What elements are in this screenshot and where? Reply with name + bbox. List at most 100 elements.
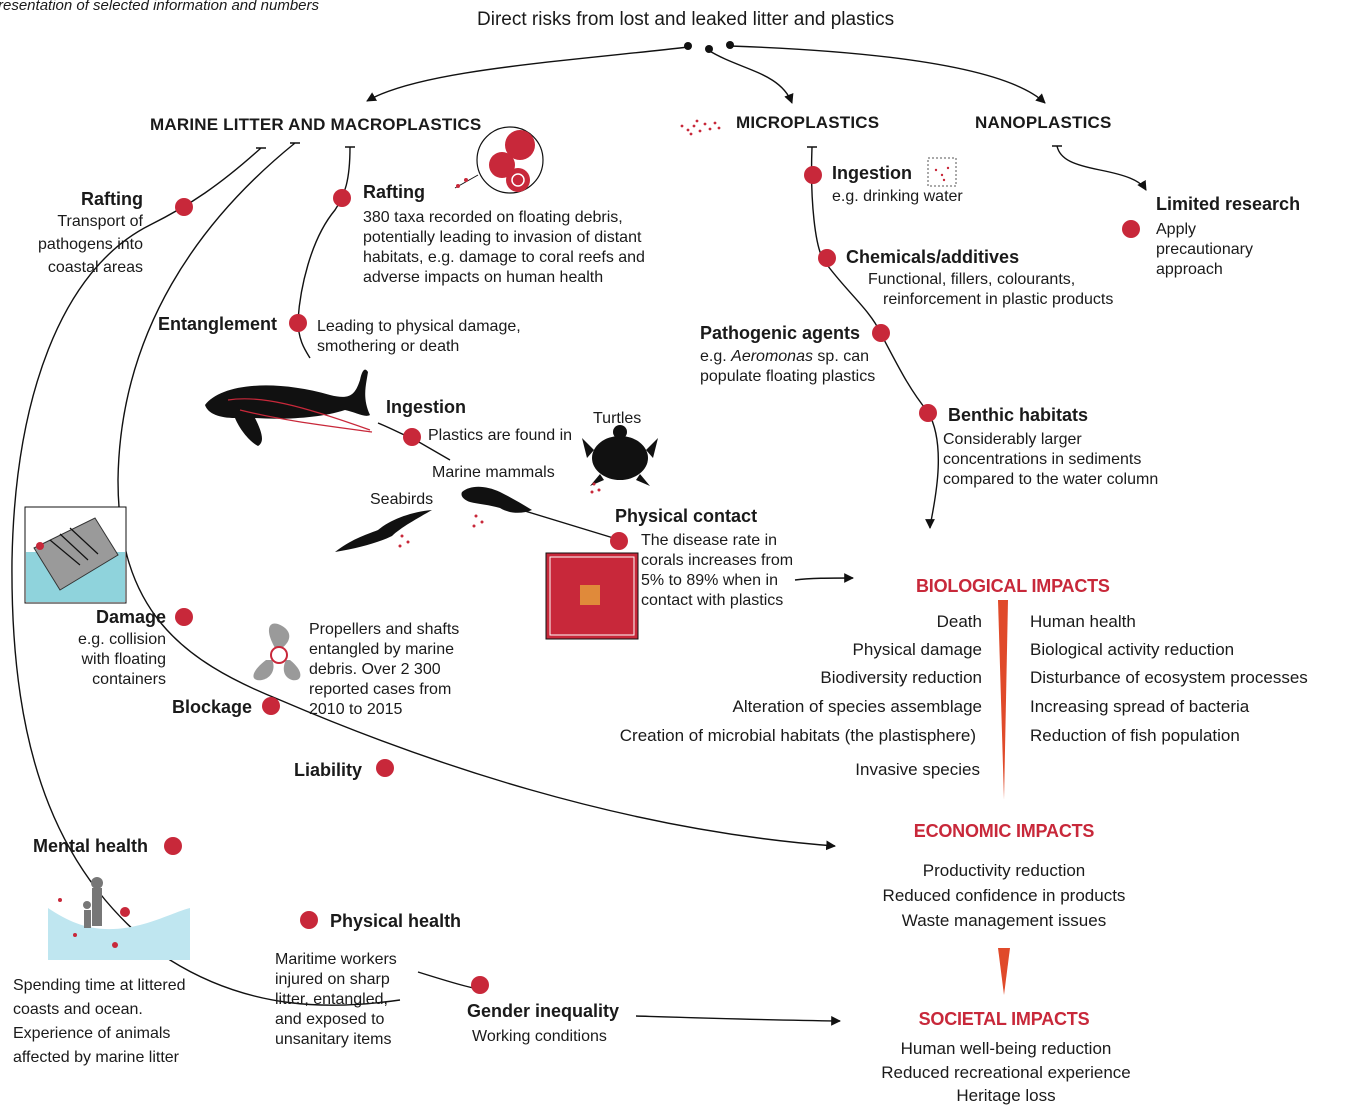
bio-right-3: Disturbance of ecosystem processes [1030, 668, 1308, 687]
micro-ingestion-text: e.g. drinking water [832, 188, 963, 205]
limited-research-line-1: Apply [1156, 221, 1197, 238]
chemicals-line-2: reinforcement in plastic products [883, 291, 1114, 308]
ingestion-title: Ingestion [386, 397, 466, 417]
contact-line [514, 507, 621, 541]
corner-note: resentation of selected information and … [0, 0, 320, 14]
benthic-line-1: Considerably larger [943, 431, 1082, 448]
physical-contact-title: Physical contact [615, 506, 758, 526]
tee-right [297, 146, 355, 359]
wedge-econ-soc [998, 948, 1010, 995]
physical-health-line-2: injured on sharp [275, 971, 390, 988]
chemicals-line-1: Functional, fillers, colourants, [868, 271, 1076, 288]
gender-inequality-text: Working conditions [472, 1028, 607, 1045]
econ-item-1: Productivity reduction [922, 861, 1086, 880]
bio-left-6: Invasive species [855, 760, 980, 779]
dot-pathogenic [872, 324, 890, 342]
entanglement-line-2: smothering or death [317, 338, 460, 355]
bio-left-2: Physical damage [852, 640, 982, 659]
mental-health-line-1: Spending time at littered [13, 977, 186, 994]
coral-illustration [545, 552, 639, 640]
propellers-line-4: reported cases from [309, 681, 452, 698]
soc-item-1: Human well-being reduction [900, 1039, 1112, 1058]
label-marine-mammals: Marine mammals [432, 464, 555, 481]
liability-label: Liability [294, 760, 363, 780]
mental-health-line-4: affected by marine litter [13, 1049, 180, 1066]
benthic-title: Benthic habitats [948, 405, 1089, 425]
propellers-line-3: debris. Over 2 300 [309, 661, 441, 678]
limited-research-line-2: precautionary [1156, 241, 1253, 258]
physical-health-line-1: Maritime workers [275, 951, 397, 968]
bio-left-5: Creation of microbial habitats (the plas… [619, 726, 976, 745]
bio-left-4: Alteration of species assemblage [732, 697, 982, 716]
rafting-mid-line-2: potentially leading to invasion of dista… [363, 229, 642, 246]
physical-health-line-4: and exposed to [275, 1011, 385, 1028]
whale-icon [205, 369, 373, 446]
rafting-left-line-2: pathogens into [38, 236, 143, 253]
mental-health-line-2: coasts and ocean. [13, 1001, 143, 1018]
damage-line-3: containers [92, 671, 166, 688]
propellers-line-1: Propellers and shafts [309, 621, 460, 638]
physical-contact-line-1: The disease rate in [641, 532, 778, 549]
limited-research-line-3: approach [1156, 261, 1223, 278]
dot-chemicals [818, 249, 836, 267]
label-turtles: Turtles [593, 410, 642, 427]
magnifier-icon [454, 126, 544, 194]
dot-ingestion [403, 428, 421, 446]
propeller-icon [253, 623, 301, 681]
mental-health-line-3: Experience of animals [13, 1025, 171, 1042]
econ-item-3: Waste management issues [901, 911, 1107, 930]
dot-micro-ingestion [804, 166, 822, 184]
mental-health-title: Mental health [33, 836, 149, 856]
rafting-left-line-3: coastal areas [47, 259, 143, 276]
arrow-to-micro [707, 49, 794, 104]
tee-left [11, 147, 401, 1006]
bio-left-1: Death [936, 612, 982, 631]
gender-inequality-title: Gender inequality [467, 1001, 620, 1021]
tee-nano [1052, 145, 1146, 190]
bio-left-3: Biodiversity reduction [820, 668, 982, 687]
physical-health-title: Physical health [330, 911, 462, 931]
propellers-line-5: 2010 to 2015 [309, 701, 403, 718]
soc-item-3: Heritage loss [956, 1086, 1056, 1105]
dot-benthic [919, 404, 937, 422]
pathogenic-line-1: e.g. Aeromonas sp. can [700, 348, 869, 365]
damage-title: Damage [95, 607, 166, 627]
rafting-left-title: Rafting [81, 189, 143, 209]
limited-research-title: Limited research [1156, 194, 1301, 214]
pathogenic-title: Pathogenic agents [700, 323, 861, 343]
category-microplastics: MICROPLASTICS [736, 113, 880, 132]
tee-mid [117, 142, 835, 846]
turtle-icon [582, 425, 658, 494]
physical-contact-line-3: 5% to 89% when in [641, 572, 778, 589]
entanglement-title: Entanglement [158, 314, 278, 334]
ingestion-text: Plastics are found in [428, 427, 573, 444]
benthic-line-3: compared to the water column [943, 471, 1159, 488]
entanglement-line-1: Leading to physical damage, [317, 318, 521, 335]
soc-item-2: Reduced recreational experience [881, 1063, 1131, 1082]
rafting-mid-line-3: habitats, e.g. damage to coral reefs and [363, 249, 645, 266]
dot-physical-health [300, 911, 318, 929]
rafting-mid-title: Rafting [363, 182, 425, 202]
biological-impacts-title: BIOLOGICAL IMPACTS [916, 576, 1110, 596]
economic-impacts-title: ECONOMIC IMPACTS [913, 821, 1095, 841]
bio-right-4: Increasing spread of bacteria [1030, 697, 1250, 716]
econ-item-2: Reduced confidence in products [882, 886, 1126, 905]
dot-damage [175, 608, 193, 626]
bio-right-1: Human health [1030, 612, 1136, 631]
dot-entanglement [289, 314, 307, 332]
dot-mental-health [164, 837, 182, 855]
pathogenic-line-2: populate floating plastics [700, 368, 876, 385]
coast-illustration [48, 877, 190, 960]
dot-rafting-left [175, 198, 193, 216]
blockage-label: Blockage [172, 697, 253, 717]
benthic-line-2: concentrations in sediments [943, 451, 1142, 468]
physical-contact-line-4: contact with plastics [641, 592, 784, 609]
physical-health-line-3: litter, entangled, [275, 991, 388, 1008]
dot-physical-contact [610, 532, 628, 550]
propellers-line-2: entangled by marine [309, 641, 454, 658]
node-dots [164, 166, 1140, 994]
physical-health-line-5: unsanitary items [275, 1031, 392, 1048]
seal-icon [461, 486, 532, 528]
